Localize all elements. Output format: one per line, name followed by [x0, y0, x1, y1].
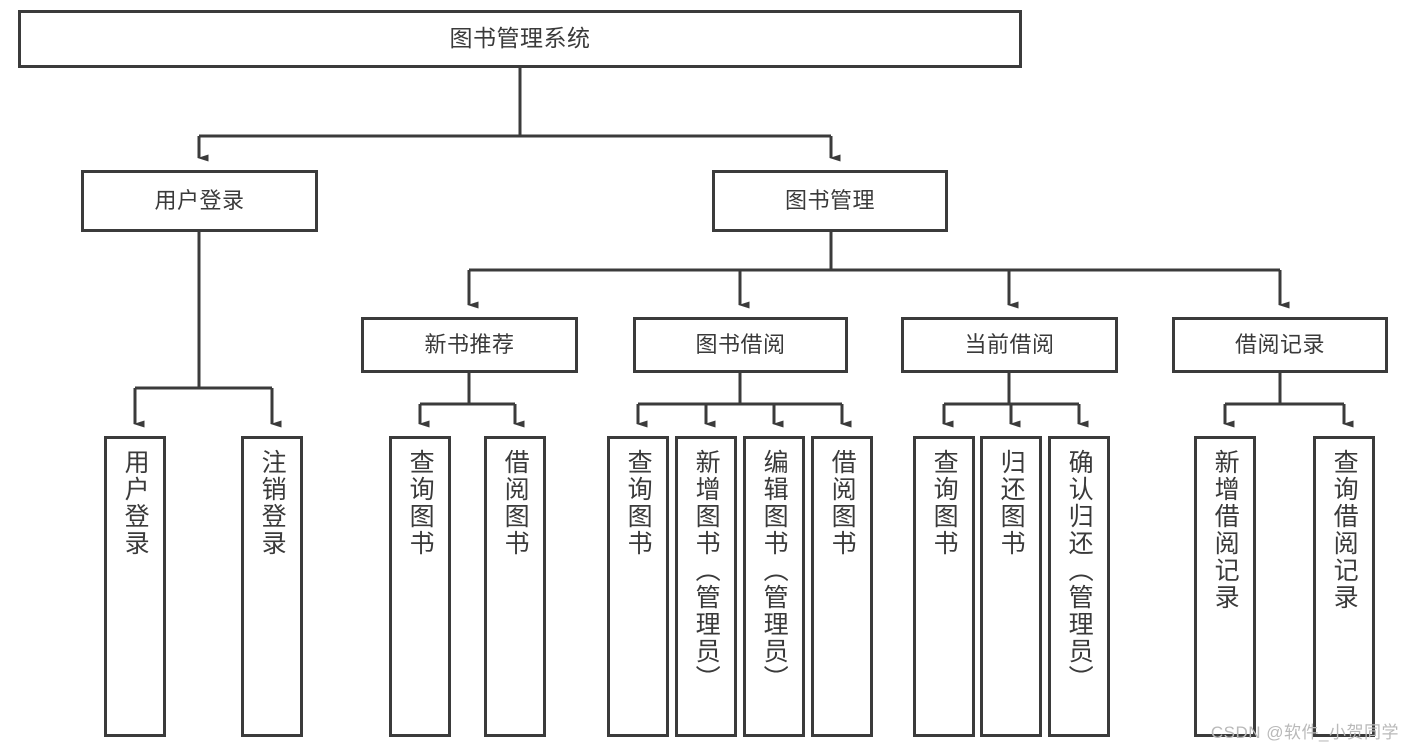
node-label: 借阅记录 [1234, 332, 1325, 358]
node-leaf-return-book[interactable]: 归还图书 [980, 436, 1042, 737]
node-label: 编辑图书（管理员） [760, 449, 789, 692]
node-current-borrowing[interactable]: 当前借阅 [901, 317, 1118, 373]
node-leaf-edit-book-admin[interactable]: 编辑图书（管理员） [743, 436, 805, 737]
node-leaf-query-books-current[interactable]: 查询图书 [913, 436, 975, 737]
node-book-management-system[interactable]: 图书管理系统 [18, 10, 1022, 68]
node-leaf-borrow-book[interactable]: 借阅图书 [811, 436, 873, 737]
node-label: 借阅图书 [828, 449, 857, 557]
node-leaf-query-books-borrowing[interactable]: 查询图书 [607, 436, 669, 737]
node-label: 新增图书（管理员） [692, 449, 721, 692]
node-leaf-add-book-admin[interactable]: 新增图书（管理员） [675, 436, 737, 737]
node-label: 新增借阅记录 [1211, 449, 1240, 611]
csdn-watermark: CSDN @软件_小贺同学 [1210, 723, 1399, 742]
node-label: 新书推荐 [424, 332, 515, 358]
node-new-book-recommendation[interactable]: 新书推荐 [361, 317, 578, 373]
node-book-borrowing[interactable]: 图书借阅 [633, 317, 848, 373]
node-borrowing-records[interactable]: 借阅记录 [1172, 317, 1388, 373]
node-label: 用户登录 [121, 449, 150, 557]
node-label: 注销登录 [258, 449, 287, 557]
node-label: 当前借阅 [964, 332, 1055, 358]
node-label: 图书管理系统 [449, 25, 591, 52]
node-label: 查询图书 [930, 449, 959, 557]
node-label: 归还图书 [997, 449, 1026, 557]
node-label: 用户登录 [154, 188, 245, 214]
node-leaf-query-borrow-record[interactable]: 查询借阅记录 [1313, 436, 1375, 737]
node-label: 图书借阅 [695, 332, 786, 358]
node-label: 查询图书 [406, 449, 435, 557]
node-leaf-query-books-recommendation[interactable]: 查询图书 [389, 436, 451, 737]
node-leaf-borrow-books-recommendation[interactable]: 借阅图书 [484, 436, 546, 737]
node-book-management[interactable]: 图书管理 [712, 170, 948, 232]
node-label: 确认归还（管理员） [1065, 449, 1094, 692]
node-label: 查询图书 [624, 449, 653, 557]
node-leaf-add-borrow-record[interactable]: 新增借阅记录 [1194, 436, 1256, 737]
node-leaf-confirm-return-admin[interactable]: 确认归还（管理员） [1048, 436, 1110, 737]
node-label: 图书管理 [784, 188, 875, 214]
node-leaf-user-login[interactable]: 用户登录 [104, 436, 166, 737]
node-label: 借阅图书 [501, 449, 530, 557]
node-leaf-logout[interactable]: 注销登录 [241, 436, 303, 737]
node-label: 查询借阅记录 [1330, 449, 1359, 611]
node-user-login[interactable]: 用户登录 [81, 170, 318, 232]
